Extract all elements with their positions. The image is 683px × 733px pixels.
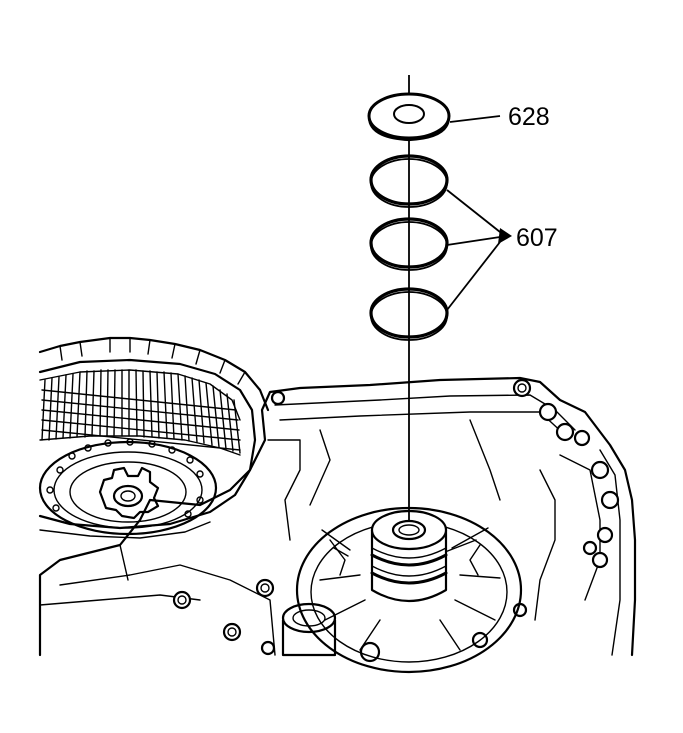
callout-628: 628 bbox=[449, 103, 550, 131]
arrowhead bbox=[498, 228, 512, 244]
case-bolt-bosses bbox=[172, 378, 620, 663]
callout-607: 607 bbox=[446, 189, 558, 311]
turbine-shaft-hub bbox=[370, 509, 448, 603]
leader-line bbox=[446, 236, 501, 246]
thrust-washer bbox=[367, 92, 451, 142]
callout-label-607: 607 bbox=[516, 224, 558, 252]
seal-ring bbox=[369, 287, 449, 341]
leader-line bbox=[449, 115, 501, 123]
friction-plates bbox=[39, 369, 241, 456]
callout-label-628: 628 bbox=[508, 103, 550, 131]
leader-line bbox=[446, 189, 501, 233]
clutch-drum bbox=[38, 336, 270, 539]
leader-line bbox=[446, 241, 501, 311]
seal-ring bbox=[369, 154, 449, 208]
seal-ring bbox=[369, 217, 449, 271]
